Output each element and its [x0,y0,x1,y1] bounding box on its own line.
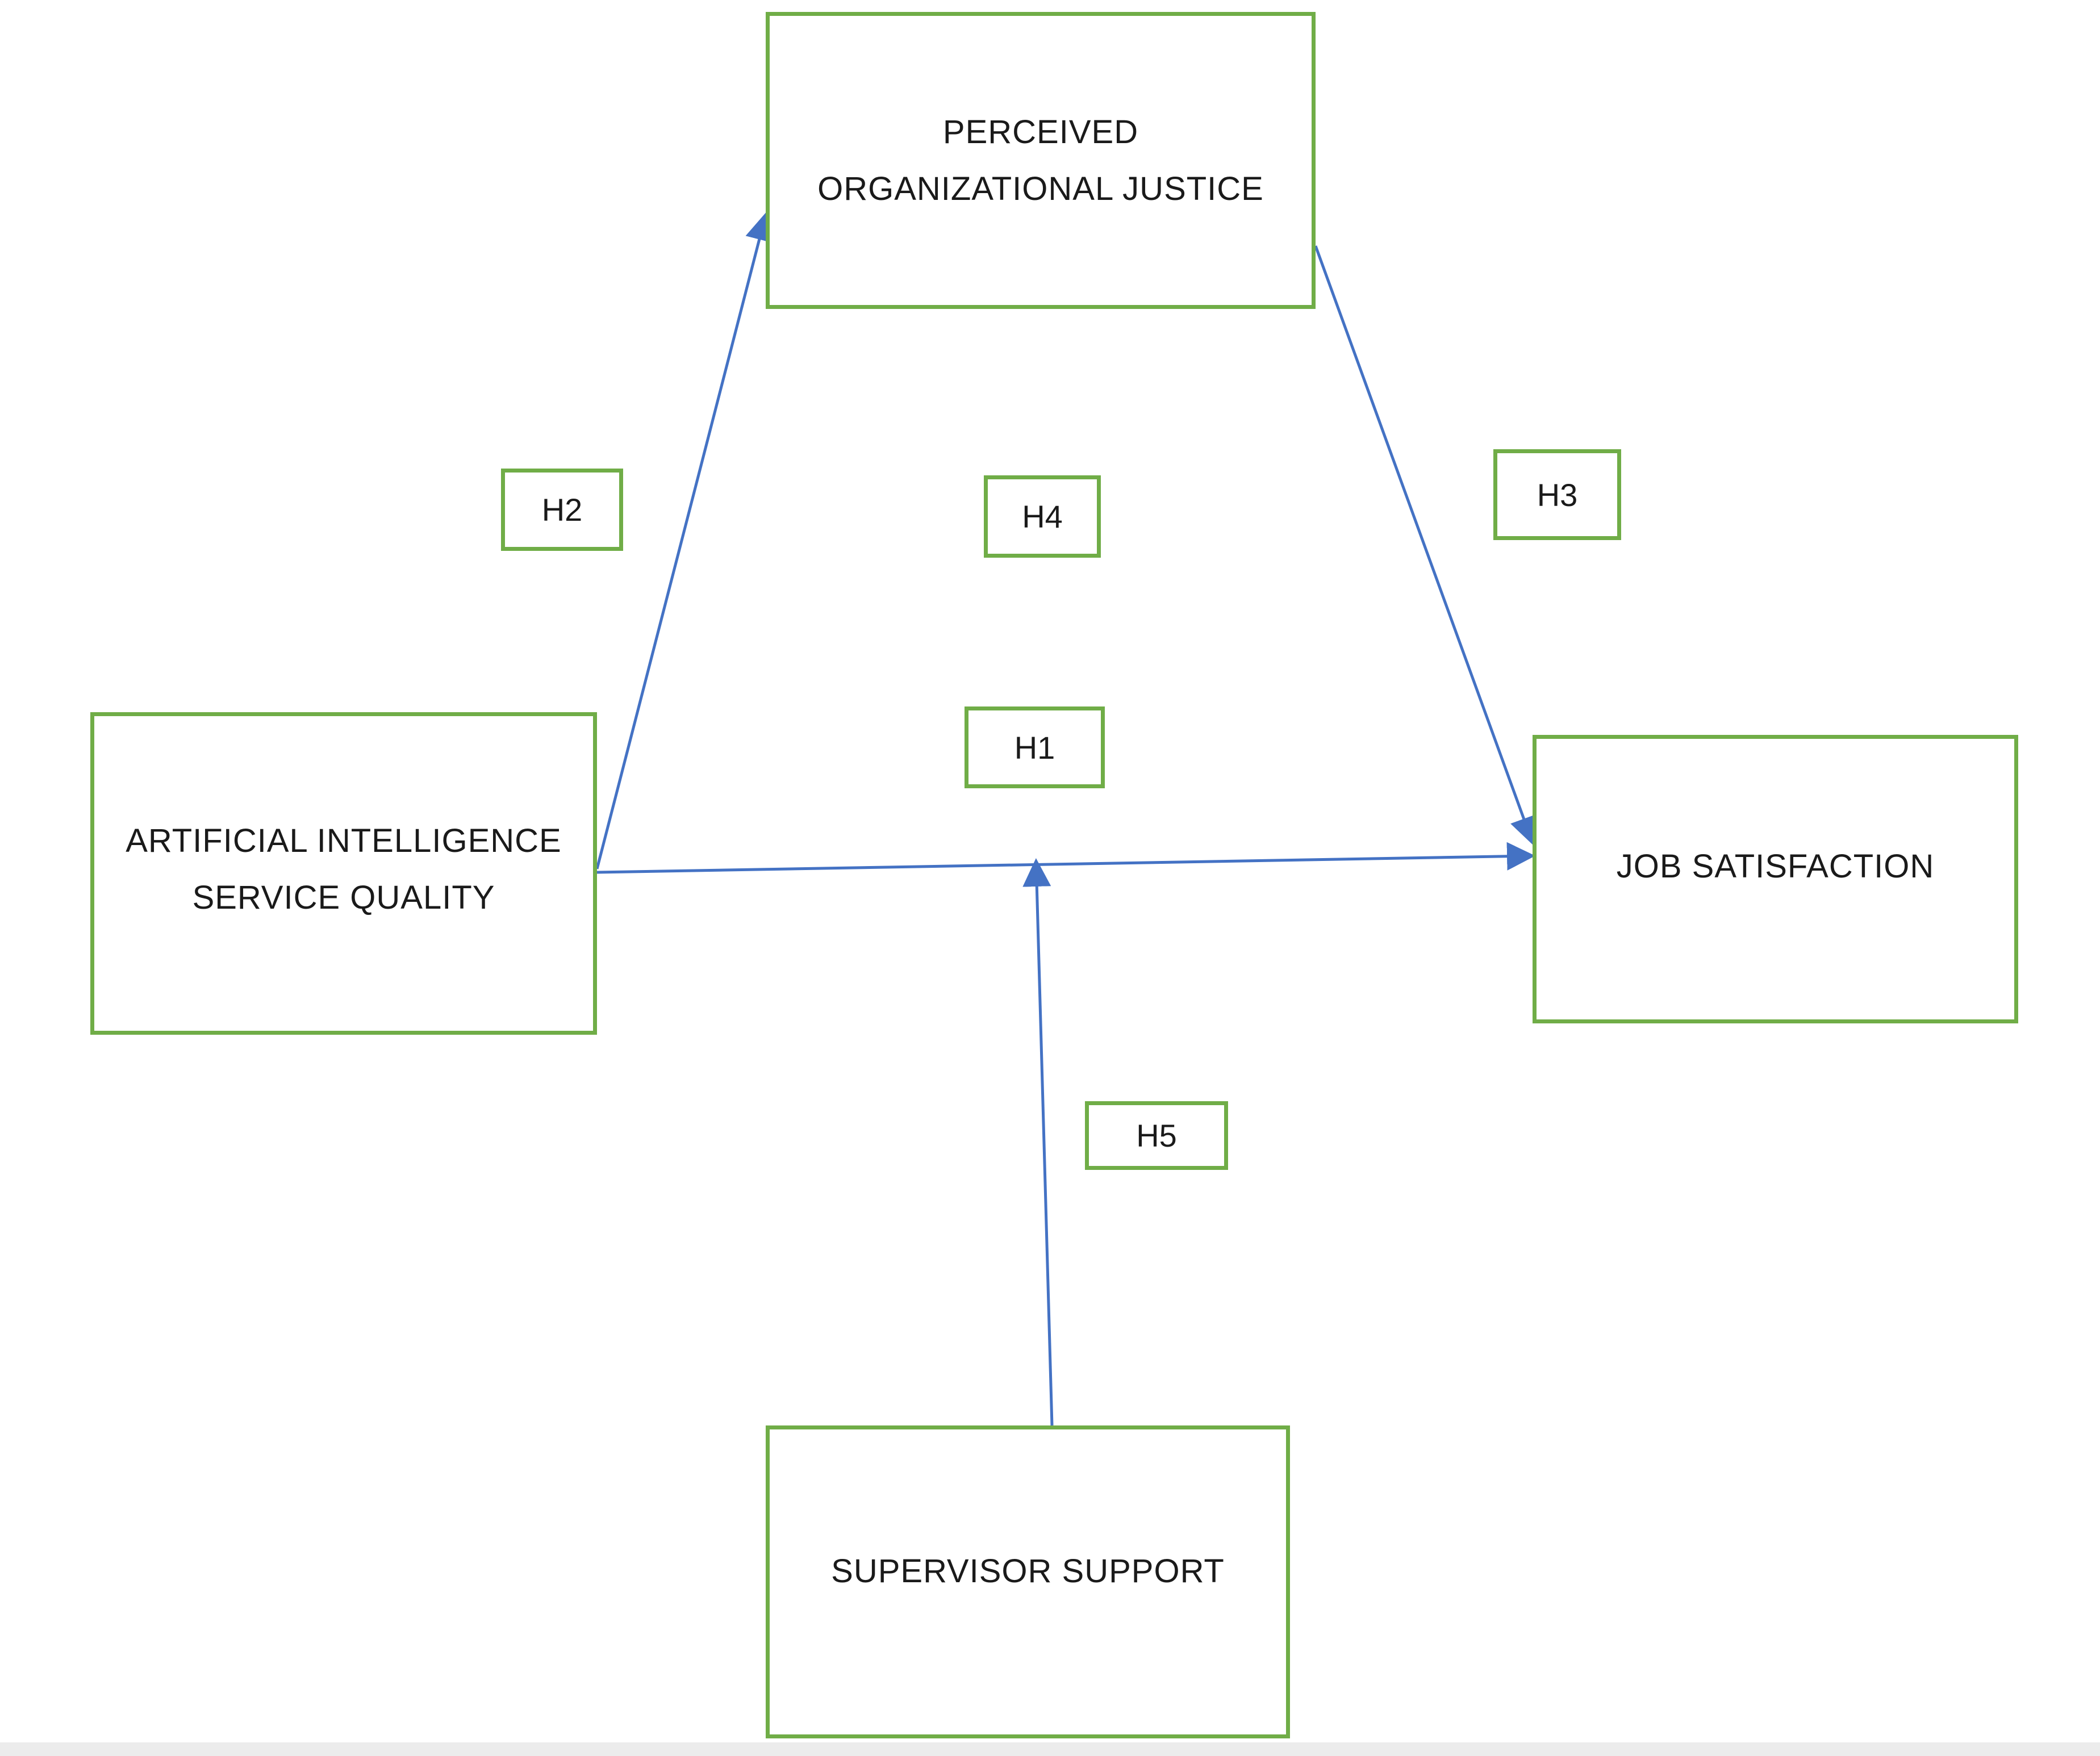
bottom-divider [0,1742,2100,1756]
arrow-ai-to-job-satisfaction [596,842,1535,874]
supervisor-support-label: SUPERVISOR SUPPORT [831,1553,1225,1590]
hypothesis-h1-label: H1 [965,706,1105,788]
arrow-supervisor-moderation [1022,858,1054,1426]
hypothesis-h3-label: H3 [1493,449,1621,540]
perceived-justice-label-line1: PERCEIVED [942,114,1139,150]
perceived-justice-label-line2: ORGANIZATIONAL JUSTICE [817,170,1264,207]
supervisor-support-box: SUPERVISOR SUPPORT [766,1425,1290,1738]
hypothesis-h4-label: H4 [984,475,1101,558]
ai-service-quality-label-line2: SERVICE QUALITY [192,879,495,916]
job-satisfaction-box: JOB SATISFACTION [1533,735,2018,1023]
hypothesis-h5-label: H5 [1085,1101,1228,1170]
ai-service-quality-label-line1: ARTIFICIAL INTELLIGENCE [126,822,562,859]
hypothesis-h2-label: H2 [501,469,623,551]
perceived-organizational-justice-box: PERCEIVED ORGANIZATIONAL JUSTICE [766,12,1316,309]
ai-service-quality-box: ARTIFICIAL INTELLIGENCE SERVICE QUALITY [90,712,597,1035]
arrow-ai-to-justice [595,212,773,869]
arrow-justice-to-job-satisfaction [1314,245,1538,846]
job-satisfaction-label: JOB SATISFACTION [1616,848,1935,885]
